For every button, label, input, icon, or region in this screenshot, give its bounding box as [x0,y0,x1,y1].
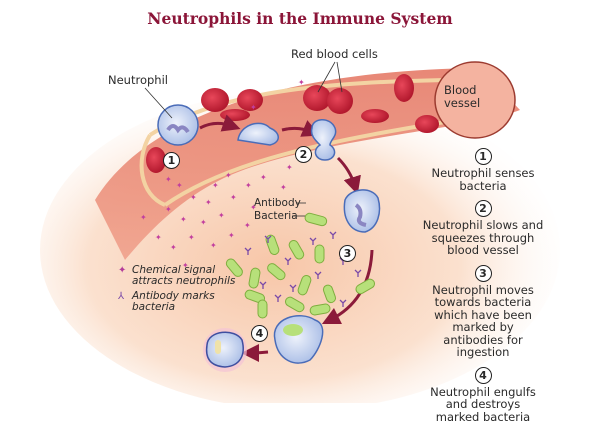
step-4: 4 Neutrophil engulfs and destroys marked… [408,366,558,424]
neutrophil-pointer [144,87,173,119]
step-4-number: 4 [474,366,492,384]
svg-text:✦: ✦ [245,181,252,190]
marker-step-4: 4 [251,325,268,342]
neutrophil-stage-1 [157,104,199,146]
marker-step-1: 1 [163,152,180,169]
svg-text:✦: ✦ [210,241,217,250]
rbc-pointer-2 [336,61,343,93]
neutrophil-slowing [237,122,279,146]
svg-text:✦: ✦ [180,215,187,224]
arrow-3 [336,156,361,195]
arrow-1 [199,114,241,132]
blood-vessel-label: Blood vessel [444,83,481,110]
red-blood-cells-label: Red blood cells [291,47,378,61]
antibody-label: Antibody [254,197,301,209]
svg-text:✦: ✦ [190,193,197,202]
svg-text:✦: ✦ [140,213,147,222]
svg-text:✦: ✦ [250,103,257,112]
svg-text:✦: ✦ [200,218,207,227]
step-1: 1 Neutrophil senses bacteria [408,148,558,192]
svg-text:✦: ✦ [212,181,219,190]
step-2-number: 2 [474,200,492,217]
rbc-pointer-1 [317,61,336,93]
svg-text:✦: ✦ [298,78,305,87]
svg-text:✦: ✦ [260,173,267,182]
arrow-2 [281,120,321,137]
neutrophil-stage-3 [343,189,381,233]
neutrophil-stage-4 [203,328,247,372]
arrow-5 [241,343,269,362]
svg-text:✦: ✦ [182,261,189,270]
step-1-text: Neutrophil senses bacteria [431,166,535,193]
svg-text:✦: ✦ [165,205,172,214]
svg-text:✦: ✦ [176,181,183,190]
legend-item-antibody: ⅄ Antibody marks bacteria [118,291,252,313]
step-2-text: Neutrophil slows and squeezes through bl… [422,218,544,257]
legend-text: Antibody marks bacteria [132,290,215,313]
svg-text:✦: ✦ [218,211,225,220]
bacteria-cluster [225,212,376,319]
svg-text:✦: ✦ [286,163,293,172]
svg-text:✦: ✦ [165,175,172,184]
svg-text:✦: ✦ [155,233,162,242]
svg-text:✦: ✦ [280,183,287,192]
legend-text: Chemical signal attracts neutrophils [132,264,236,287]
neutrophil-stage-2 [310,119,337,161]
diagram-title: Neutrophils in the Immune System [147,9,453,28]
step-1-number: 1 [474,148,492,165]
svg-text:✦: ✦ [205,198,212,207]
svg-text:✦: ✦ [225,171,232,180]
antibodies [244,231,362,307]
marker-step-2: 2 [295,146,312,163]
svg-text:✦: ✦ [244,221,251,230]
legend: ✦ Chemical signal attracts neutrophils ⅄… [118,265,252,317]
marker-step-3: 3 [339,245,356,262]
steps-list: 1 Neutrophil senses bacteria 2 Neutrophi… [408,148,558,431]
svg-text:✦: ✦ [250,203,257,212]
step-2: 2 Neutrophil slows and squeezes through … [408,200,558,257]
step-3-number: 3 [474,264,492,282]
svg-text:✦: ✦ [188,233,195,242]
svg-text:✦: ✦ [230,193,237,202]
antibody-icon: ⅄ [118,291,125,302]
svg-text:✦: ✦ [170,243,177,252]
red-blood-cells [146,74,439,173]
neutrophil-engulfing [273,315,324,364]
legend-item-chemical-signal: ✦ Chemical signal attracts neutrophils [118,265,252,287]
svg-text:✦: ✦ [228,231,235,240]
step-3: 3 Neutrophil moves towards bacteria whic… [408,264,558,359]
neutrophil-label: Neutrophil [108,73,168,87]
step-3-text: Neutrophil moves towards bacteria which … [432,282,534,359]
bacteria-label: Bacteria [254,210,298,222]
step-4-text: Neutrophil engulfs and destroys marked b… [430,384,536,424]
chemical-signals: ✦✦ ✦✦ ✦✦ ✦✦ ✦✦ ✦✦ ✦✦ ✦✦ ✦✦ ✦✦ ✦✦ ✦✦ ✦✦ [140,78,305,270]
chemical-signal-icon: ✦ [118,265,127,276]
